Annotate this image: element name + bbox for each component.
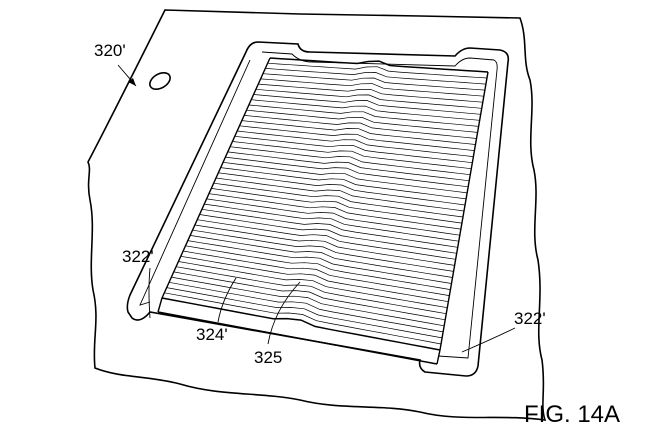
rib-line [225,157,468,187]
rib-line [190,235,452,277]
rib-line [174,272,446,320]
rib-line [251,100,480,121]
rib-line [181,256,449,301]
ribbed-body-edge [437,350,440,364]
rib-line [256,89,482,108]
figure-title: FIG. 14A [524,401,620,428]
label-channel-right: 322' [514,309,546,328]
rib-line [207,199,460,235]
rib-line [197,220,456,260]
label-center-ridge: 325 [254,348,282,367]
leader-lines [118,65,515,352]
rib-line [202,209,458,247]
rib-line [176,267,446,314]
well-inner-edge [140,52,497,358]
rib-line [244,115,476,138]
ribbed-body-edge [158,298,162,312]
ribbed-body [158,58,488,364]
rib-line [228,152,470,181]
rib-line [204,204,458,241]
ribbed-body-edge [440,72,488,350]
label-channel-left: 322' [122,247,154,266]
rib-line [200,215,457,254]
rib-line [178,262,447,308]
rib-line [249,105,479,126]
rib-line [223,162,467,193]
label-ribbed-body: 324' [196,325,228,344]
label-sheet: 320' [94,41,126,60]
rib-line [247,110,478,132]
mounting-hole [147,69,173,92]
rib-line [258,84,483,102]
rib-line [254,95,481,115]
rib-line [268,63,487,78]
